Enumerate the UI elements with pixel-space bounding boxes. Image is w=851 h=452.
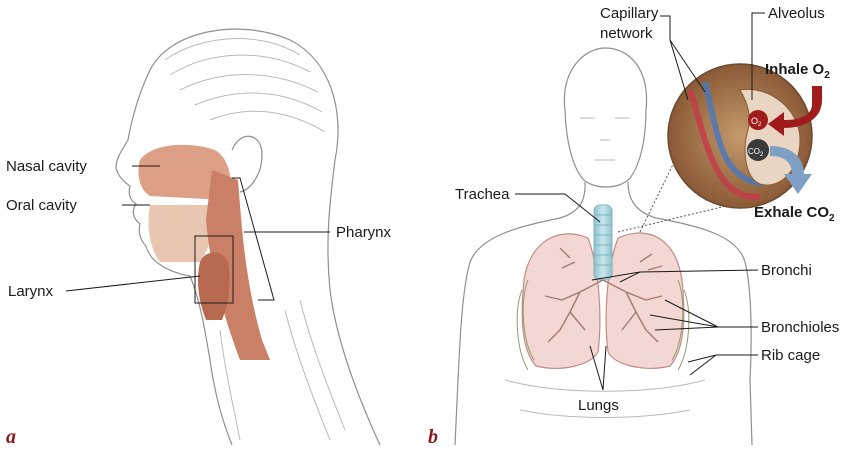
lungs-label: Lungs [578, 397, 619, 414]
oral-cavity-label: Oral cavity [6, 197, 77, 214]
larynx-leader [66, 276, 200, 291]
rib-cage-label: Rib cage [761, 347, 820, 364]
larynx-label: Larynx [8, 283, 54, 300]
oral-cavity-tissue [148, 205, 213, 262]
nasal-cavity-label: Nasal cavity [6, 158, 87, 175]
capillary-label-line1: Capillary [600, 5, 659, 22]
exhale-label: Exhale CO2 [754, 204, 835, 224]
trachea-leader [515, 194, 600, 222]
alveolus-label: Alveolus [768, 5, 825, 22]
capillary-label-line2: network [600, 25, 653, 42]
left-lung [522, 234, 600, 368]
pharynx-label: Pharynx [336, 224, 392, 241]
panel-a-letter: a [6, 426, 16, 448]
trachea-tube [594, 205, 612, 280]
bronchioles-label: Bronchioles [761, 319, 839, 336]
face-sketch [580, 118, 630, 160]
bronchi-label: Bronchi [761, 262, 812, 279]
hair-sketch [165, 39, 325, 132]
panel-b-letter: b [428, 426, 438, 448]
trachea-label: Trachea [455, 186, 510, 203]
larynx-tissue [198, 252, 230, 320]
torso-head [564, 48, 646, 187]
right-lung [606, 233, 684, 368]
rib-cage-leader [688, 355, 758, 375]
